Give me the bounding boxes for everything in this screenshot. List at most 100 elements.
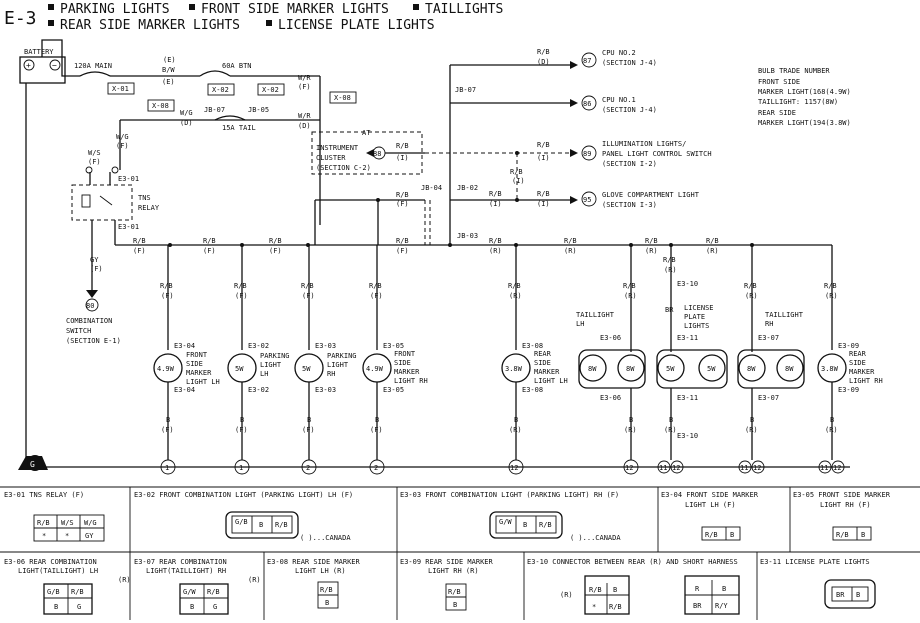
svg-text:SIDE: SIDE: [394, 359, 411, 367]
svg-text:R/B: R/B: [320, 586, 333, 594]
svg-text:SWITCH: SWITCH: [66, 327, 91, 335]
svg-text:11: 11: [659, 464, 667, 472]
svg-text:JB-07: JB-07: [455, 86, 476, 94]
svg-text:G: G: [213, 603, 217, 611]
svg-text:(D): (D): [180, 119, 193, 127]
svg-text:−: −: [52, 61, 57, 70]
svg-text:E3-02: E3-02: [248, 386, 269, 394]
title-parking-lights: PARKING LIGHTS: [60, 2, 170, 17]
svg-text:(F): (F): [370, 426, 383, 434]
svg-text:(R): (R): [509, 292, 522, 300]
svg-text:R/B: R/B: [234, 282, 247, 290]
svg-text:5W: 5W: [707, 365, 716, 373]
svg-text:R/B: R/B: [537, 141, 550, 149]
svg-text:(SECTION J-4): (SECTION J-4): [602, 59, 657, 67]
section-code: E-3: [4, 8, 37, 29]
svg-text:MARKER: MARKER: [849, 368, 875, 376]
svg-text:4.9W: 4.9W: [157, 365, 175, 373]
svg-text:B/W: B/W: [162, 66, 175, 74]
svg-text:R/B: R/B: [836, 531, 849, 539]
svg-text:E3-08: E3-08: [522, 386, 543, 394]
svg-text:E3-05: E3-05: [383, 342, 404, 350]
main-bus: R/B (F) R/B (F) R/B (F) R/B (F) R/B (R) …: [133, 200, 832, 255]
svg-text:(F): (F): [235, 426, 248, 434]
front-side-marker-lh: R/B (F) E3-04 4.9W FRONT SIDE MARKER LIG…: [153, 245, 220, 475]
svg-text:(F): (F): [302, 426, 315, 434]
svg-text:E3-05: E3-05: [383, 386, 404, 394]
svg-text:B: B: [830, 416, 834, 424]
svg-text:8W: 8W: [626, 365, 635, 373]
svg-text:E3-08 REAR SIDE MARKER: E3-08 REAR SIDE MARKER: [267, 558, 361, 566]
svg-text:REAR: REAR: [849, 350, 867, 358]
svg-text:JB-02: JB-02: [457, 184, 478, 192]
svg-text:B: B: [307, 416, 311, 424]
svg-text:B: B: [514, 416, 518, 424]
svg-text:R: R: [695, 585, 700, 593]
svg-text:MARKER: MARKER: [394, 368, 420, 376]
svg-text:E3-11: E3-11: [677, 394, 698, 402]
svg-text:RELAY: RELAY: [138, 204, 160, 212]
svg-text:R/B: R/B: [396, 142, 409, 150]
taillight-rh: R/B (R) TAILLIGHT RH E3-07 8W 8W E3-07 B…: [737, 245, 805, 474]
svg-text:(E): (E): [162, 78, 175, 86]
svg-text:SIDE: SIDE: [186, 360, 203, 368]
svg-text:2: 2: [374, 464, 378, 472]
svg-text:R/B: R/B: [623, 282, 636, 290]
svg-text:B: B: [750, 416, 754, 424]
svg-text:B: B: [325, 599, 329, 607]
svg-text:R/B: R/B: [589, 586, 602, 594]
parking-light-lh: R/B (F) E3-02 5W PARKING LIGHT LH E3-02 …: [227, 245, 290, 475]
svg-text:BR: BR: [836, 591, 845, 599]
svg-text:(I): (I): [537, 154, 550, 162]
svg-text:E3-07: E3-07: [758, 394, 779, 402]
svg-text:X-08: X-08: [334, 94, 351, 102]
svg-text:1: 1: [165, 464, 169, 472]
svg-text:86: 86: [583, 100, 591, 108]
svg-text:(I): (I): [396, 154, 409, 162]
svg-text:W/R: W/R: [298, 74, 311, 82]
svg-text:5W: 5W: [235, 365, 244, 373]
svg-text:( )...CANADA: ( )...CANADA: [300, 534, 351, 542]
svg-text:BR: BR: [693, 602, 702, 610]
svg-text:BULB TRADE NUMBER: BULB TRADE NUMBER: [758, 67, 830, 75]
svg-text:G/W: G/W: [183, 588, 196, 596]
svg-text:G/B: G/B: [235, 518, 248, 526]
svg-text:12: 12: [510, 464, 518, 472]
svg-text:B: B: [190, 603, 194, 611]
svg-text:(R): (R): [706, 247, 719, 255]
svg-text:R/B: R/B: [396, 237, 409, 245]
svg-text:CLUSTER: CLUSTER: [316, 154, 346, 162]
svg-text:88: 88: [373, 150, 381, 158]
svg-text:E3-01: E3-01: [118, 223, 139, 231]
svg-text:E3-09: E3-09: [838, 386, 859, 394]
svg-text:E3-09 REAR SIDE MARKER: E3-09 REAR SIDE MARKER: [400, 558, 494, 566]
svg-text:R/B: R/B: [369, 282, 382, 290]
svg-text:R/B: R/B: [508, 282, 521, 290]
svg-text:CPU NO.1: CPU NO.1: [602, 96, 636, 104]
svg-text:(F): (F): [396, 200, 409, 208]
svg-text:R/B: R/B: [705, 531, 718, 539]
bulb-trade-table: BULB TRADE NUMBER FRONT SIDE MARKER LIGH…: [758, 67, 851, 127]
svg-text:(F): (F): [203, 247, 216, 255]
svg-text:12: 12: [625, 464, 633, 472]
svg-text:PLATE: PLATE: [684, 313, 705, 321]
svg-text:R/B: R/B: [207, 588, 220, 596]
svg-text:E3-10: E3-10: [677, 280, 698, 288]
svg-text:X-01: X-01: [112, 85, 129, 93]
svg-text:W/R: W/R: [298, 112, 311, 120]
connector-80: [85, 298, 99, 312]
svg-text:E3-01: E3-01: [118, 175, 139, 183]
svg-text:R/B: R/B: [537, 190, 550, 198]
svg-text:(F): (F): [88, 158, 101, 166]
svg-text:INSTRUMENT: INSTRUMENT: [316, 144, 359, 152]
svg-text:R/Y: R/Y: [715, 602, 728, 610]
svg-text:PARKING: PARKING: [327, 352, 357, 360]
svg-text:*: *: [65, 532, 69, 540]
svg-text:11: 11: [740, 464, 748, 472]
svg-text:(F): (F): [235, 292, 248, 300]
rear-lamps: R/B (R) TAILLIGHT LH E3-06 8W 8W E3-06 B…: [576, 245, 883, 475]
svg-text:(F): (F): [116, 142, 129, 150]
svg-text:G: G: [77, 603, 81, 611]
svg-text:FRONT SIDE: FRONT SIDE: [758, 78, 800, 86]
svg-text:E3-09: E3-09: [838, 342, 859, 350]
